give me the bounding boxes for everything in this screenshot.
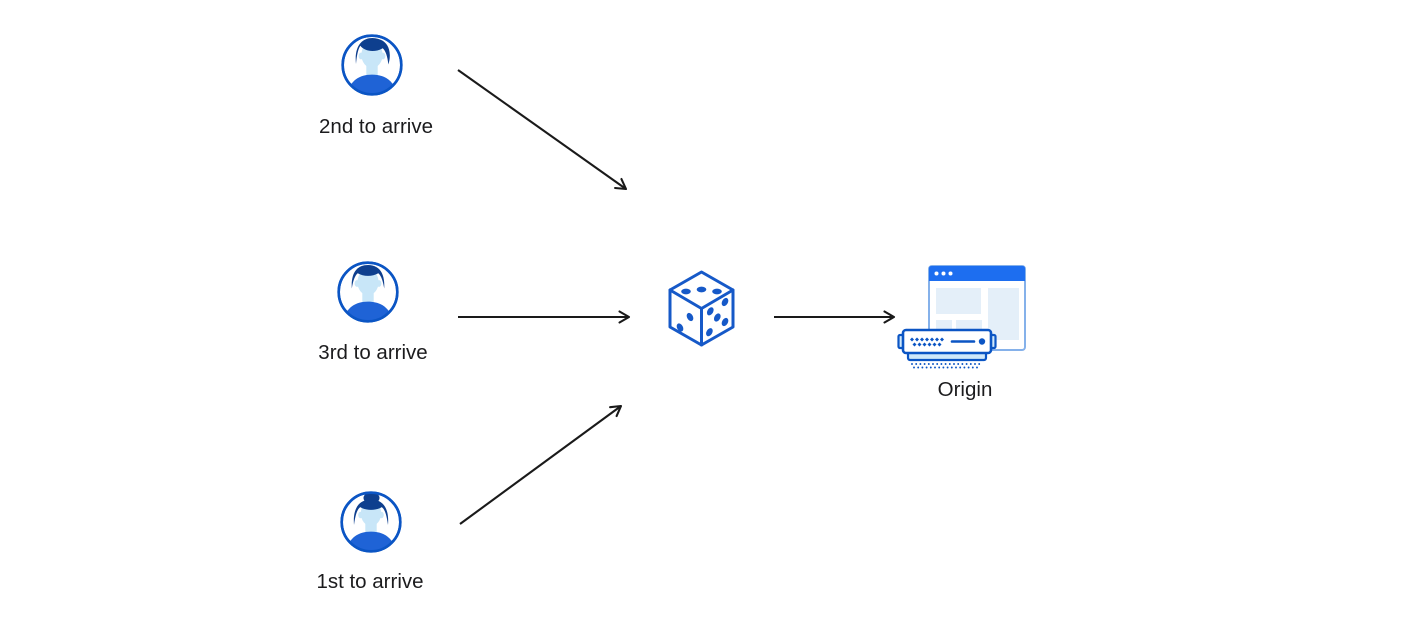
dice-icon	[668, 270, 735, 347]
origin-server-browser-icon	[897, 265, 1026, 369]
label-3rd-to-arrive: 3rd to arrive	[318, 341, 428, 364]
label-1st-to-arrive: 1st to arrive	[316, 570, 424, 593]
male-avatar-swept-hair-icon	[341, 34, 403, 96]
female-avatar-bun-icon	[340, 491, 402, 553]
label-2nd-to-arrive: 2nd to arrive	[319, 115, 433, 138]
server-vent-dots	[910, 337, 944, 347]
male-avatar-round-hair-icon	[337, 261, 399, 323]
arrow-visitor-2nd-to-dice	[457, 69, 628, 191]
arrow-visitor-1st-to-dice	[459, 404, 623, 525]
server-icon	[897, 328, 997, 369]
server-status-led	[978, 338, 986, 345]
label-origin: Origin	[937, 378, 993, 401]
